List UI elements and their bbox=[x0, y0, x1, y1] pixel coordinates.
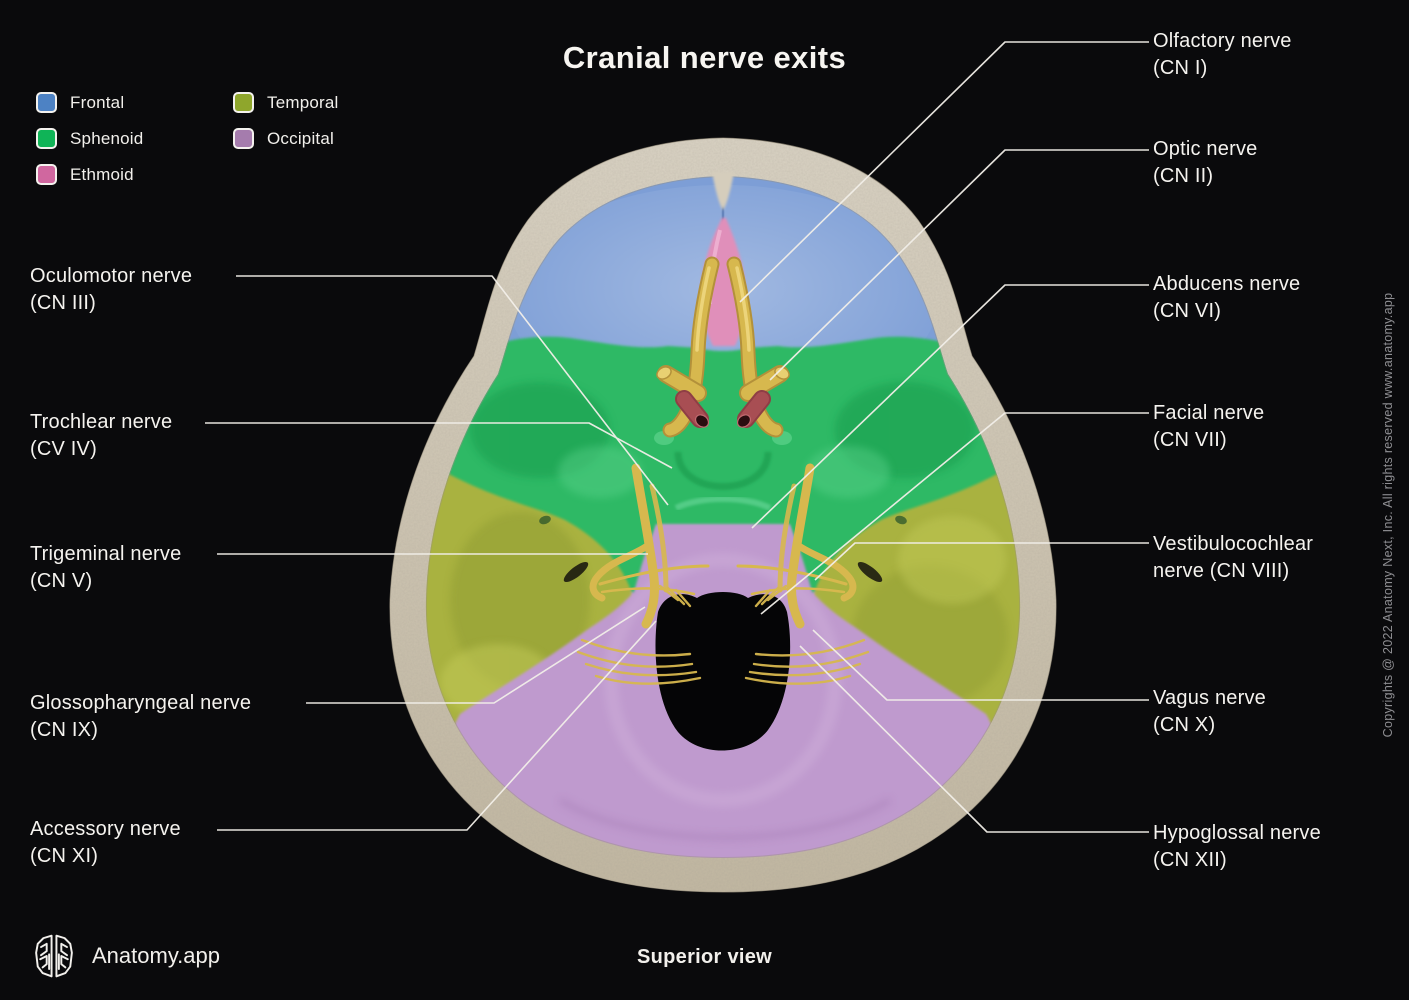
carotid-opening-left bbox=[694, 414, 710, 428]
label-vagus-nerve: Vagus nerve (CN X) bbox=[1153, 687, 1267, 736]
leader-vestibulocochlear bbox=[814, 542, 1149, 581]
carotid-opening-right bbox=[736, 414, 752, 428]
label-oculomotor-nerve: Oculomotor nerve (CN III) bbox=[30, 265, 193, 314]
nerve-bundle-left-a bbox=[631, 463, 659, 629]
inner-rim-crease bbox=[425, 176, 1021, 858]
sphenoid-highlight-left bbox=[558, 446, 642, 498]
dorsum-sellae bbox=[674, 496, 772, 511]
brand-name: Anatomy.app bbox=[92, 943, 221, 968]
frontal-crest-notch bbox=[712, 172, 734, 210]
facial-hook-right bbox=[792, 540, 857, 602]
ethmoid-bone-region bbox=[700, 218, 746, 346]
leader-vagus bbox=[812, 629, 1149, 701]
label-abducens-nerve: Abducens nerve (CN VI) bbox=[1153, 273, 1301, 322]
petrosal-left-a bbox=[598, 564, 710, 586]
facial-hook-left bbox=[589, 540, 654, 602]
leader-facial bbox=[760, 412, 1149, 615]
legend-item-frontal: Frontal bbox=[36, 92, 124, 113]
petrosal-right-a bbox=[736, 564, 848, 586]
jugular-foramen-right bbox=[857, 561, 883, 583]
leader-trochlear bbox=[205, 422, 673, 469]
leader-hypoglossal bbox=[799, 645, 1149, 833]
page-title: Cranial nerve exits bbox=[562, 40, 847, 75]
sella-turcica bbox=[674, 451, 772, 490]
legend-item-sphenoid: Sphenoid bbox=[36, 128, 143, 149]
legend-label: Ethmoid bbox=[70, 164, 134, 184]
legend-label: Temporal bbox=[267, 92, 339, 112]
label-hypoglossal-nerve: Hypoglossal nerve (CN XII) bbox=[1153, 822, 1321, 871]
ethmoid-swatch bbox=[36, 164, 57, 185]
leader-accessory bbox=[217, 620, 657, 831]
optic-cut-face-left bbox=[656, 366, 672, 380]
jugular-foramen-left bbox=[563, 561, 589, 583]
legend-item-temporal: Temporal bbox=[233, 92, 339, 113]
legend-item-occipital: Occipital bbox=[233, 128, 334, 149]
view-caption: Superior view bbox=[636, 946, 773, 968]
occipital-swatch bbox=[233, 128, 254, 149]
legend-label: Occipital bbox=[267, 128, 334, 148]
nerve-bundle-left-b bbox=[649, 483, 669, 593]
nerve-bundle-right-a bbox=[787, 463, 815, 629]
cranial-nerves bbox=[576, 256, 870, 685]
optic-nerve-right bbox=[741, 367, 787, 400]
legend-label: Sphenoid bbox=[70, 128, 144, 148]
occipital-ridge bbox=[558, 797, 892, 841]
leader-abducens bbox=[751, 284, 1149, 529]
label-vestibulocochlear-nerve: Vestibulocochlear nerve (CN VIII) bbox=[1153, 533, 1314, 582]
rootlets-left bbox=[576, 584, 702, 685]
legend-item-ethmoid: Ethmoid bbox=[36, 164, 134, 185]
leader-lines bbox=[205, 41, 1149, 833]
label-trochlear-nerve: Trochlear nerve (CV IV) bbox=[30, 411, 173, 460]
nerve-bundle-right-b bbox=[777, 483, 797, 593]
leader-olfactory bbox=[739, 41, 1149, 303]
leader-glossopharyngeal bbox=[306, 606, 646, 704]
temporal-highlight-right bbox=[898, 516, 1006, 604]
optic-nerve-left bbox=[659, 367, 705, 400]
label-glossopharyngeal-nerve: Glossopharyngeal nerve (CN IX) bbox=[30, 692, 252, 741]
temporal-swatch bbox=[233, 92, 254, 113]
brain-icon bbox=[35, 934, 73, 978]
label-trigeminal-nerve: Trigeminal nerve (CN V) bbox=[30, 543, 182, 592]
label-facial-nerve: Facial nerve (CN VII) bbox=[1153, 402, 1265, 451]
label-olfactory-nerve: Olfactory nerve (CN I) bbox=[1153, 30, 1292, 79]
optic-cut-face-right bbox=[774, 366, 790, 380]
sphenoid-highlight-right bbox=[806, 446, 890, 498]
sphenoid-swatch bbox=[36, 128, 57, 149]
foramen-magnum bbox=[655, 592, 791, 751]
copyright-text: Copyrights @ 2022 Anatomy Next, Inc. All… bbox=[1381, 292, 1395, 738]
label-accessory-nerve: Accessory nerve (CN XI) bbox=[30, 818, 181, 867]
frontal-swatch bbox=[36, 92, 57, 113]
legend-label: Frontal bbox=[70, 92, 125, 112]
olfactory-tract-left-highlight bbox=[695, 266, 711, 352]
foramen-ovale-right bbox=[895, 515, 907, 525]
foramen-ovale-left bbox=[539, 515, 551, 525]
label-optic-nerve: Optic nerve (CN II) bbox=[1153, 138, 1258, 187]
petrosal-left-b bbox=[600, 587, 696, 596]
olfactory-tract-right-highlight bbox=[735, 266, 751, 352]
temporal-shade-left bbox=[450, 512, 590, 688]
rootlets-right bbox=[744, 584, 870, 685]
leader-oculomotor bbox=[236, 275, 669, 506]
leader-optic bbox=[769, 149, 1149, 381]
